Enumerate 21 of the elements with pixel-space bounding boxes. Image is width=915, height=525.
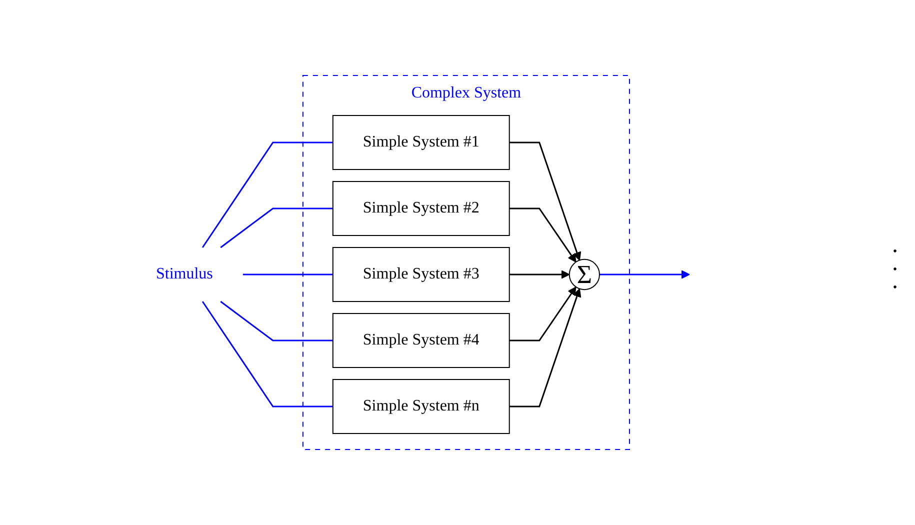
node-box: Simple System #2	[332, 181, 510, 236]
ellipsis-dot: .	[892, 254, 898, 272]
node-circle: Σ	[568, 258, 600, 290]
node-box: Simple System #4	[332, 313, 510, 368]
arrow	[509, 270, 570, 279]
arrow	[509, 208, 576, 262]
arrow	[509, 286, 576, 342]
node-box: Simple System #1	[332, 115, 510, 170]
arrow	[509, 142, 581, 261]
node-box: Simple System #n	[332, 379, 510, 434]
ellipsis-dot: .	[892, 272, 898, 290]
connector	[220, 208, 333, 248]
arrow	[509, 288, 581, 408]
connector	[242, 274, 333, 276]
connector	[220, 300, 333, 342]
node-box: Simple System #3	[332, 247, 510, 302]
node-text: Stimulus	[156, 266, 213, 282]
connector	[202, 301, 333, 408]
ellipsis-dot: .	[892, 236, 898, 254]
connector	[202, 142, 333, 248]
arrow	[599, 270, 690, 279]
